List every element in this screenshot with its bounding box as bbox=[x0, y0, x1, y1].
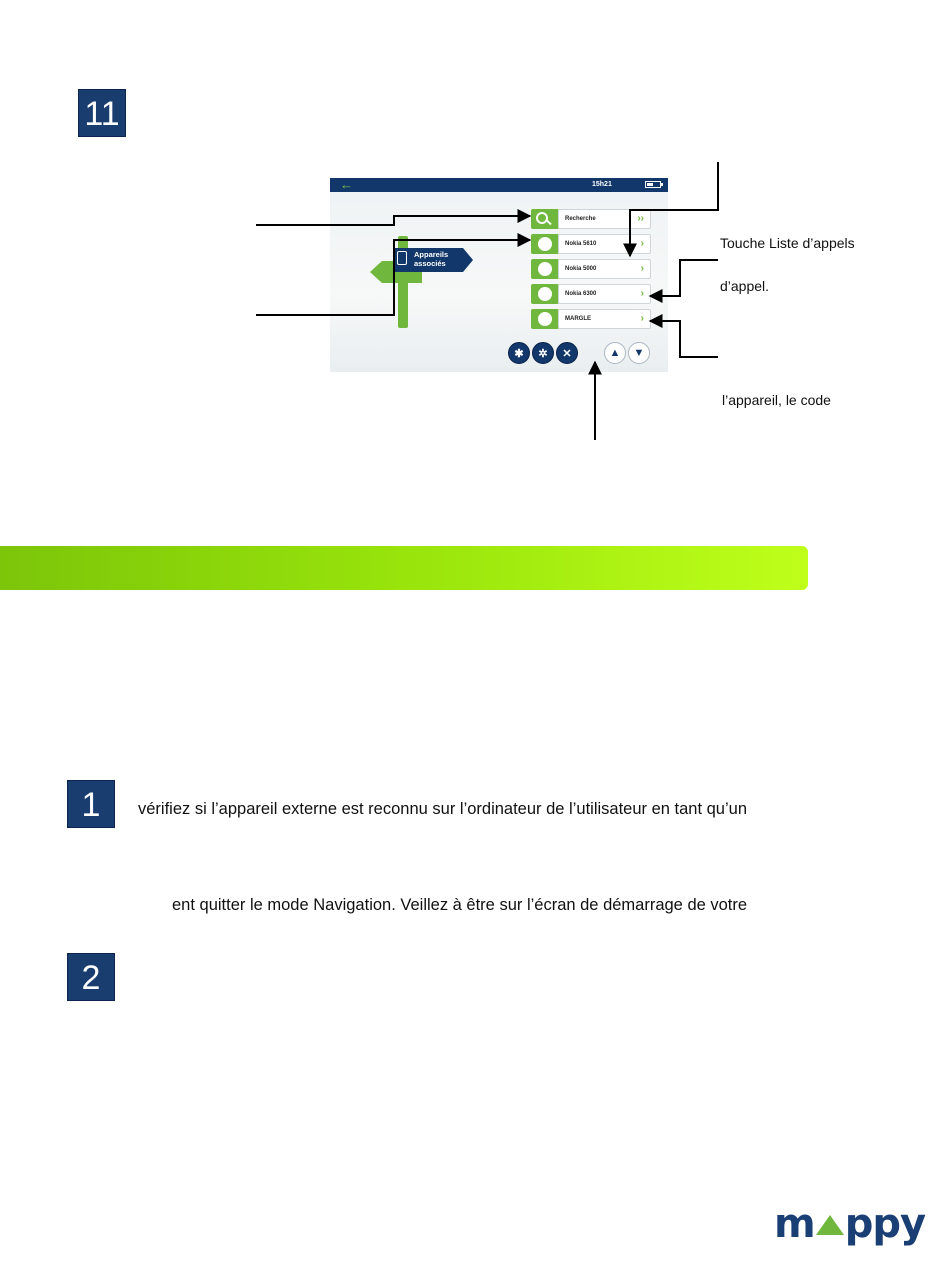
circle-icon bbox=[538, 237, 552, 251]
callout-associated-devices bbox=[256, 233, 532, 316]
row-label: Nokia 6300 bbox=[565, 291, 597, 297]
battery-icon bbox=[645, 181, 661, 188]
circle-icon bbox=[538, 312, 552, 326]
associated-devices-label: Appareils associés bbox=[414, 250, 449, 268]
logo-triangle bbox=[815, 1215, 844, 1235]
chevron-right-icon[interactable]: › bbox=[640, 288, 644, 299]
phone-icon bbox=[397, 251, 407, 265]
associated-devices-sign: Appareils associés bbox=[393, 248, 473, 272]
row-field[interactable]: Recherche ›› bbox=[558, 209, 651, 229]
callout-device-code bbox=[648, 314, 718, 358]
close-icon[interactable]: ✕ bbox=[556, 342, 578, 364]
circle-icon bbox=[538, 262, 552, 276]
arrow-up-icon[interactable]: ▲ bbox=[604, 342, 626, 364]
row-field[interactable]: MARGLE › bbox=[558, 309, 651, 329]
body-line-2: ent quitter le mode Navigation. Veillez … bbox=[172, 896, 748, 914]
row-label: Nokia 5610 bbox=[565, 241, 597, 247]
list-item-device[interactable]: Nokia 5000 › bbox=[531, 259, 651, 279]
back-arrow-icon[interactable]: ← bbox=[340, 178, 353, 192]
bluetooth-icon[interactable]: ✱ bbox=[508, 342, 530, 364]
bluetooth-off-icon[interactable]: ✲ bbox=[532, 342, 554, 364]
chevron-right-icon[interactable]: › bbox=[640, 313, 644, 324]
clock: 15h21 bbox=[592, 181, 612, 188]
chevron-right-icon[interactable]: › bbox=[640, 263, 644, 274]
step-number-11: 11 bbox=[78, 89, 126, 137]
callout-arrows bbox=[256, 162, 719, 440]
device-screen: ← 15h21 Appareils associés Recherche ›› … bbox=[330, 178, 668, 372]
step-number-2: 2 bbox=[67, 953, 115, 1001]
row-field[interactable]: Nokia 5000 › bbox=[558, 259, 651, 279]
call-annotation: d’appel. bbox=[720, 278, 770, 294]
select-device-button[interactable] bbox=[531, 284, 563, 304]
double-chevron-icon[interactable]: ›› bbox=[637, 213, 644, 224]
row-label: Nokia 5000 bbox=[565, 266, 597, 272]
list-item-search[interactable]: Recherche ›› bbox=[531, 209, 651, 229]
row-label: MARGLE bbox=[565, 316, 591, 322]
callout-call bbox=[648, 259, 718, 303]
call-list-key-annotation: Touche Liste d’appels bbox=[720, 235, 855, 251]
search-icon bbox=[536, 212, 548, 224]
callout-call-list bbox=[623, 162, 719, 258]
row-label: Recherche bbox=[565, 216, 596, 222]
battery-tip bbox=[661, 183, 663, 186]
device-code-annotation: l’appareil, le code bbox=[722, 392, 831, 408]
logo-text-ppy: ppy bbox=[844, 1201, 926, 1247]
step-number-1: 1 bbox=[67, 780, 115, 828]
list-item-device[interactable]: MARGLE › bbox=[531, 309, 651, 329]
device-top-bar: ← 15h21 bbox=[330, 178, 668, 192]
logo-text-m: m bbox=[774, 1201, 816, 1247]
section-header-band bbox=[0, 546, 808, 590]
body-line-1: vérifiez si l’appareil externe est recon… bbox=[138, 800, 748, 818]
callout-search bbox=[256, 209, 532, 226]
circle-icon bbox=[538, 287, 552, 301]
chevron-right-icon[interactable]: › bbox=[640, 238, 644, 249]
arrow-down-icon[interactable]: ▼ bbox=[628, 342, 650, 364]
